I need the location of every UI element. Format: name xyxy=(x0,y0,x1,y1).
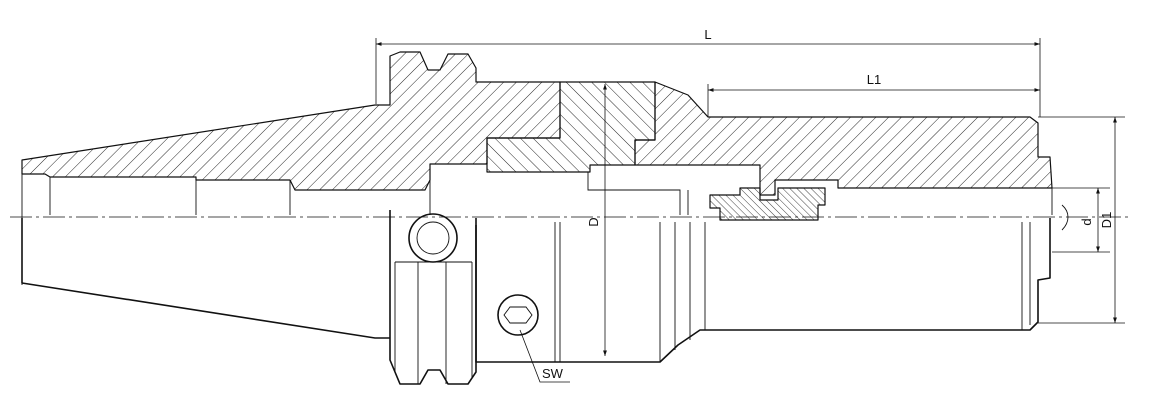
dim-label-SW: SW xyxy=(542,366,564,381)
leader-SW xyxy=(519,329,570,383)
exterior-flange xyxy=(389,210,477,385)
clamping-screw xyxy=(497,294,539,336)
exterior-taper xyxy=(21,218,390,339)
section-body-taper xyxy=(21,51,561,191)
dim-label-D1: D1 xyxy=(1099,212,1114,229)
dim-label-L: L xyxy=(704,27,711,42)
drive-key-circle xyxy=(408,213,458,263)
exterior-body xyxy=(475,218,1051,363)
dim-label-d: d xyxy=(1079,218,1094,225)
section-body-front xyxy=(634,81,1053,196)
bore-line xyxy=(21,172,1053,285)
dim-label-D: D xyxy=(586,217,601,226)
drive-key-circle-inner xyxy=(416,221,450,255)
dim-label-L1: L1 xyxy=(867,72,881,87)
section-inner-sleeve xyxy=(709,187,826,221)
hex-socket-icon xyxy=(503,306,533,324)
exterior-detail-lines xyxy=(394,222,1031,384)
